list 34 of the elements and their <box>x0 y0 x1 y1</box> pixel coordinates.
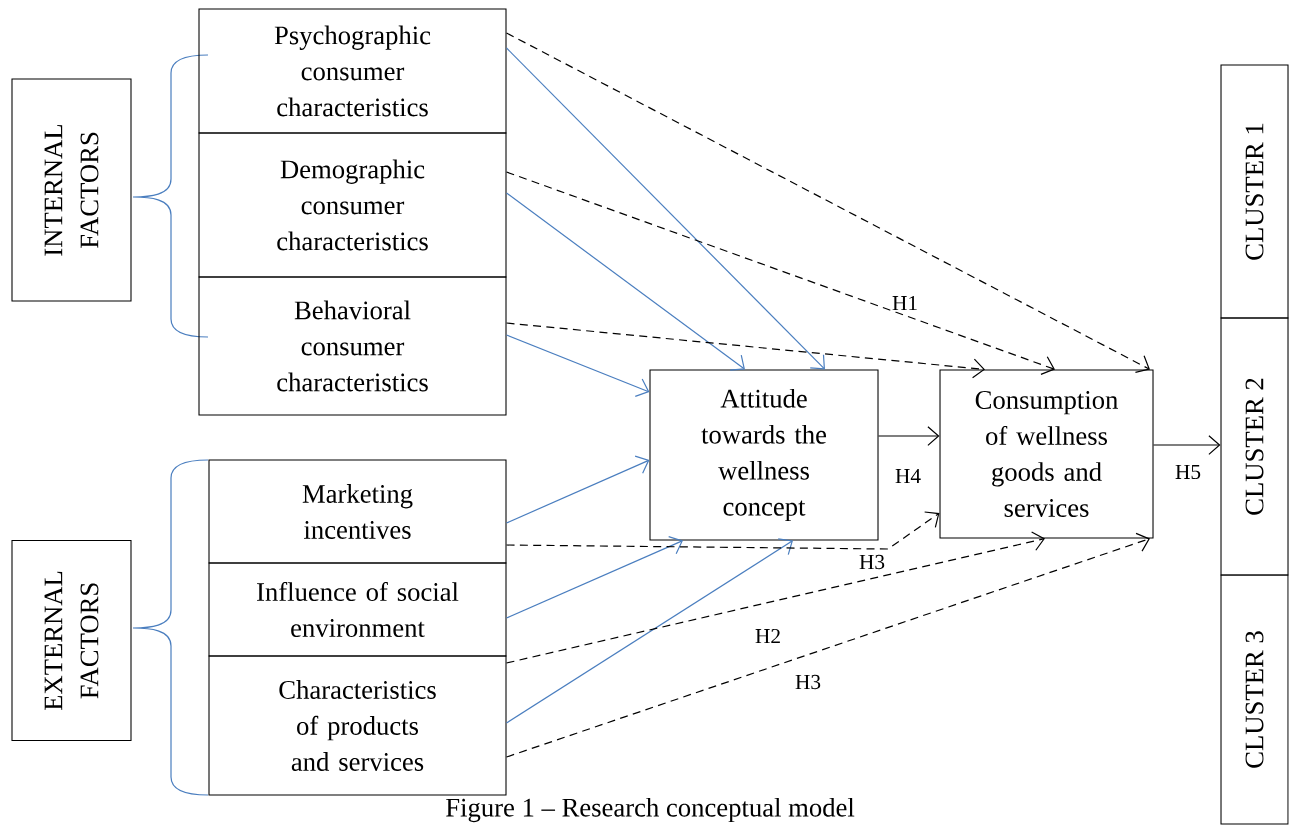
edge-label: H5 <box>1173 463 1203 481</box>
arrow <box>505 455 650 524</box>
cluster-box: CLUSTER 3 <box>1220 574 1289 825</box>
arrow <box>877 426 940 446</box>
concept-box: Attitude towards the wellness concept <box>649 369 879 541</box>
arrow <box>505 536 683 619</box>
concept-box: Consumption of wellness goods and services <box>939 369 1154 539</box>
arrow <box>505 32 1150 373</box>
cluster-box: CLUSTER 1 <box>1220 64 1289 319</box>
edge-label: H3 <box>857 553 887 571</box>
factor-box: Marketing incentives <box>208 459 507 564</box>
arrow <box>505 538 793 724</box>
arrow <box>1152 435 1221 455</box>
arrow <box>505 322 985 379</box>
arrow <box>505 532 1150 758</box>
factor-box: Influence of social environment <box>208 562 507 657</box>
characteristic-box: Demographic consumer characteristics <box>198 132 507 278</box>
cluster-box: CLUSTER 2 <box>1220 317 1289 576</box>
caption: Figure 1 – Research conceptual model <box>446 797 855 823</box>
characteristic-box: Psychographic consumer characteristics <box>198 8 507 134</box>
edge-label: H2 <box>753 627 783 645</box>
edge-label: H3 <box>793 673 823 691</box>
edge-label: H4 <box>893 467 923 485</box>
arrow <box>505 171 1055 375</box>
factor-box: Characteristics of products and services <box>208 655 507 796</box>
arrow <box>505 511 940 550</box>
factor-box: EXTERNAL FACTORS <box>11 539 132 742</box>
characteristic-box: Behavioral consumer characteristics <box>198 276 507 416</box>
arrow <box>505 47 825 370</box>
factor-box: INTERNAL FACTORS <box>11 78 132 302</box>
arrow <box>505 192 745 371</box>
arrow <box>505 531 1045 664</box>
edge-label: H1 <box>890 294 920 312</box>
arrow <box>505 334 650 397</box>
